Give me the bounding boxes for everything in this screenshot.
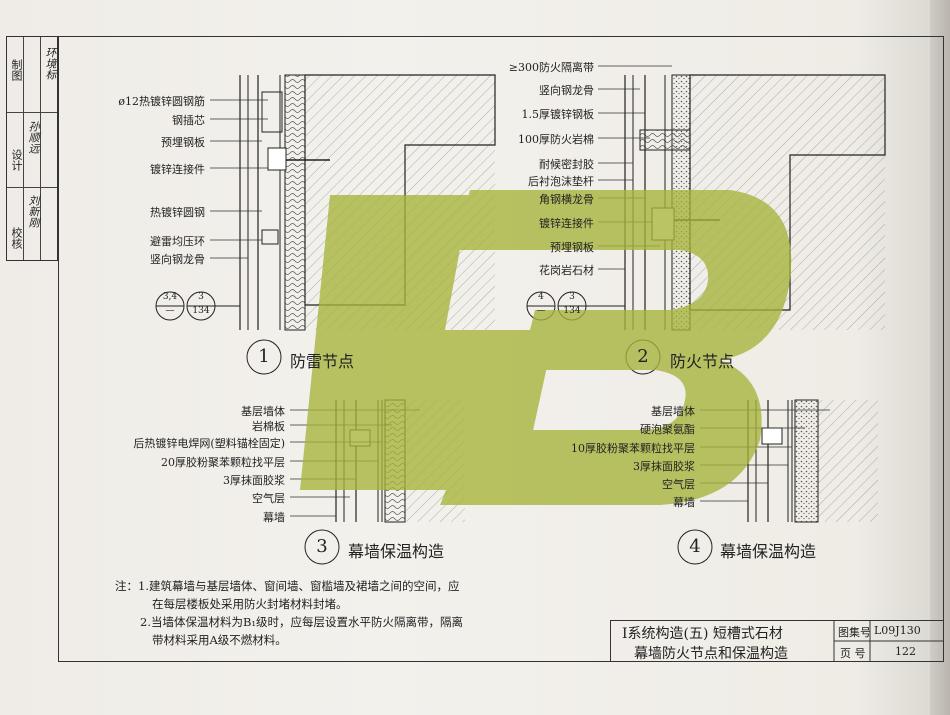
d2-ref-right-top: 3 — [569, 292, 575, 302]
d2-ref-right-bottom: 134 — [563, 306, 581, 316]
page-number-label: 页 号 — [840, 647, 866, 660]
d3-label-mortar: 3厚抹面胶浆 — [223, 474, 285, 487]
d1-label-rebar: ø12热镀锌圆钢筋 — [118, 95, 205, 108]
detail-4-drawing — [747, 399, 878, 523]
d2-label-foam-rod: 后衬泡沫垫杆 — [528, 175, 594, 188]
signature-3: 环境标 — [44, 47, 57, 80]
d3-label-rock-wool: 岩棉板 — [252, 420, 285, 433]
detail-4-number: 4 — [689, 536, 701, 557]
detail-4-title: 幕墙保温构造 — [720, 542, 817, 561]
d1-label-lightning-ring: 避雷均压环 — [150, 235, 205, 248]
watermark-logo — [300, 190, 792, 505]
d2-label-rock-wool: 100厚防火岩棉 — [518, 133, 594, 146]
page-edge-shadow — [930, 0, 950, 715]
atlas-number-value: L09J130 — [874, 624, 921, 637]
detail-1-number-circle — [246, 339, 282, 375]
d3-label-mesh: 后热镀锌电焊网(塑料锚栓固定) — [133, 437, 285, 450]
detail-1-number: 1 — [258, 346, 270, 367]
note-line-1: 注：1.建筑幕墙与基层墙体、窗间墙、窗槛墙及裙墙之间的空间，应 — [115, 579, 460, 593]
d2-label-embed-plate: 预埋钢板 — [550, 241, 594, 254]
signature-2: 孙顺远 — [27, 121, 40, 154]
d2-label-granite: 花岗岩石材 — [539, 264, 594, 277]
detail-3-number-circle — [304, 529, 340, 565]
detail-2-number: 2 — [637, 346, 649, 367]
d1-ref-left-bottom: — — [165, 306, 175, 316]
note-line-4: 带材料采用A级不燃材料。 — [152, 633, 287, 647]
note-line-3: 2.当墙体保温材料为B₁级时，应每层设置水平防火隔离带，隔离 — [140, 615, 464, 629]
d4-label-polyurethane: 硬泡聚氨酯 — [640, 423, 695, 436]
detail-3-title: 幕墙保温构造 — [348, 542, 445, 561]
d2-ref-left-bottom: — — [536, 306, 546, 316]
title-block-line-1: Ⅰ系统构造(五) 短槽式石材 — [622, 626, 783, 642]
title-block-grid — [833, 620, 944, 662]
d2-label-angle-steel: 角钢横龙骨 — [539, 193, 594, 206]
d1-ref-left-top: 3,4 — [162, 292, 178, 302]
insulation-1 — [284, 74, 306, 331]
base-wall-4 — [818, 400, 878, 522]
signature-table: 校核 设计 制图 刘新刚 孙顺远 环境标 — [6, 36, 58, 261]
signature-1: 刘新刚 — [27, 195, 40, 228]
d4-label-mortar: 3厚抹面胶浆 — [633, 460, 695, 473]
detail-3-number: 3 — [316, 536, 328, 557]
role-label-check: 校核 — [10, 227, 23, 249]
d3-label-air: 空气层 — [252, 492, 285, 505]
title-block-line-2: 幕墙防火节点和保温构造 — [634, 646, 788, 662]
d1-ref-right-top: 3 — [198, 292, 204, 302]
drawing-frame — [58, 36, 944, 662]
d4-label-curtain: 幕墙 — [673, 496, 695, 509]
d3-label-curtain: 幕墙 — [263, 511, 285, 524]
leaders-1 — [210, 99, 268, 259]
atlas-number-label: 图集号 — [838, 626, 871, 639]
detail-2-title: 防火节点 — [670, 352, 735, 371]
d2-label-sealant: 耐候密封胶 — [539, 158, 594, 171]
detail-1-title: 防雷节点 — [290, 352, 355, 371]
d2-label-vertical-keel: 竖向钢龙骨 — [539, 84, 594, 97]
d1-label-steel-core: 钢插芯 — [172, 114, 205, 127]
d2-ref-left-top: 4 — [538, 292, 544, 302]
polyurethane-4 — [794, 399, 819, 523]
note-line-2: 在每层楼板处采用防火封堵材料封堵。 — [152, 597, 348, 611]
d3-label-leveling: 20厚胶粉聚苯颗粒找平层 — [161, 456, 285, 469]
title-block — [610, 620, 944, 662]
detail-4-number-circle — [677, 529, 713, 565]
page-number-value: 122 — [895, 645, 916, 658]
role-label-drawing: 制图 — [10, 59, 23, 81]
d1-ref-right-bottom: 134 — [192, 306, 210, 316]
d1-label-vertical-keel: 竖向钢龙骨 — [150, 253, 205, 266]
d2-label-connector: 镀锌连接件 — [539, 217, 594, 230]
d4-label-leveling: 10厚胶粉聚苯颗粒找平层 — [571, 442, 695, 455]
d4-label-air: 空气层 — [662, 478, 695, 491]
d2-label-fire-belt: ≥300防火隔离带 — [508, 61, 594, 74]
d2-label-steel-sheet: 1.5厚镀锌钢板 — [521, 108, 595, 121]
d3-label-base-wall: 基层墙体 — [241, 405, 285, 418]
d1-label-embed-plate: 预埋钢板 — [161, 136, 205, 149]
d1-label-round-steel: 热镀锌圆钢 — [150, 206, 205, 219]
d4-label-base-wall: 基层墙体 — [651, 405, 695, 418]
role-label-design: 设计 — [10, 149, 23, 171]
d1-label-connector: 镀锌连接件 — [150, 163, 205, 176]
